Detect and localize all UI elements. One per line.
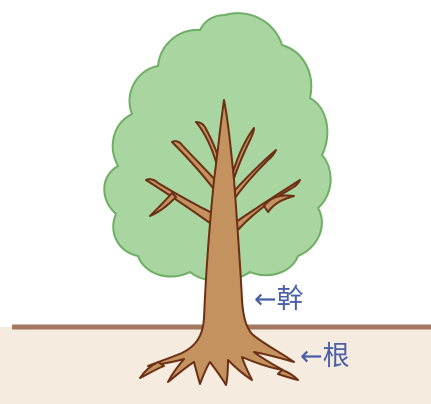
- root-label: ←根: [300, 343, 350, 370]
- trunk-label: ←幹: [254, 286, 304, 313]
